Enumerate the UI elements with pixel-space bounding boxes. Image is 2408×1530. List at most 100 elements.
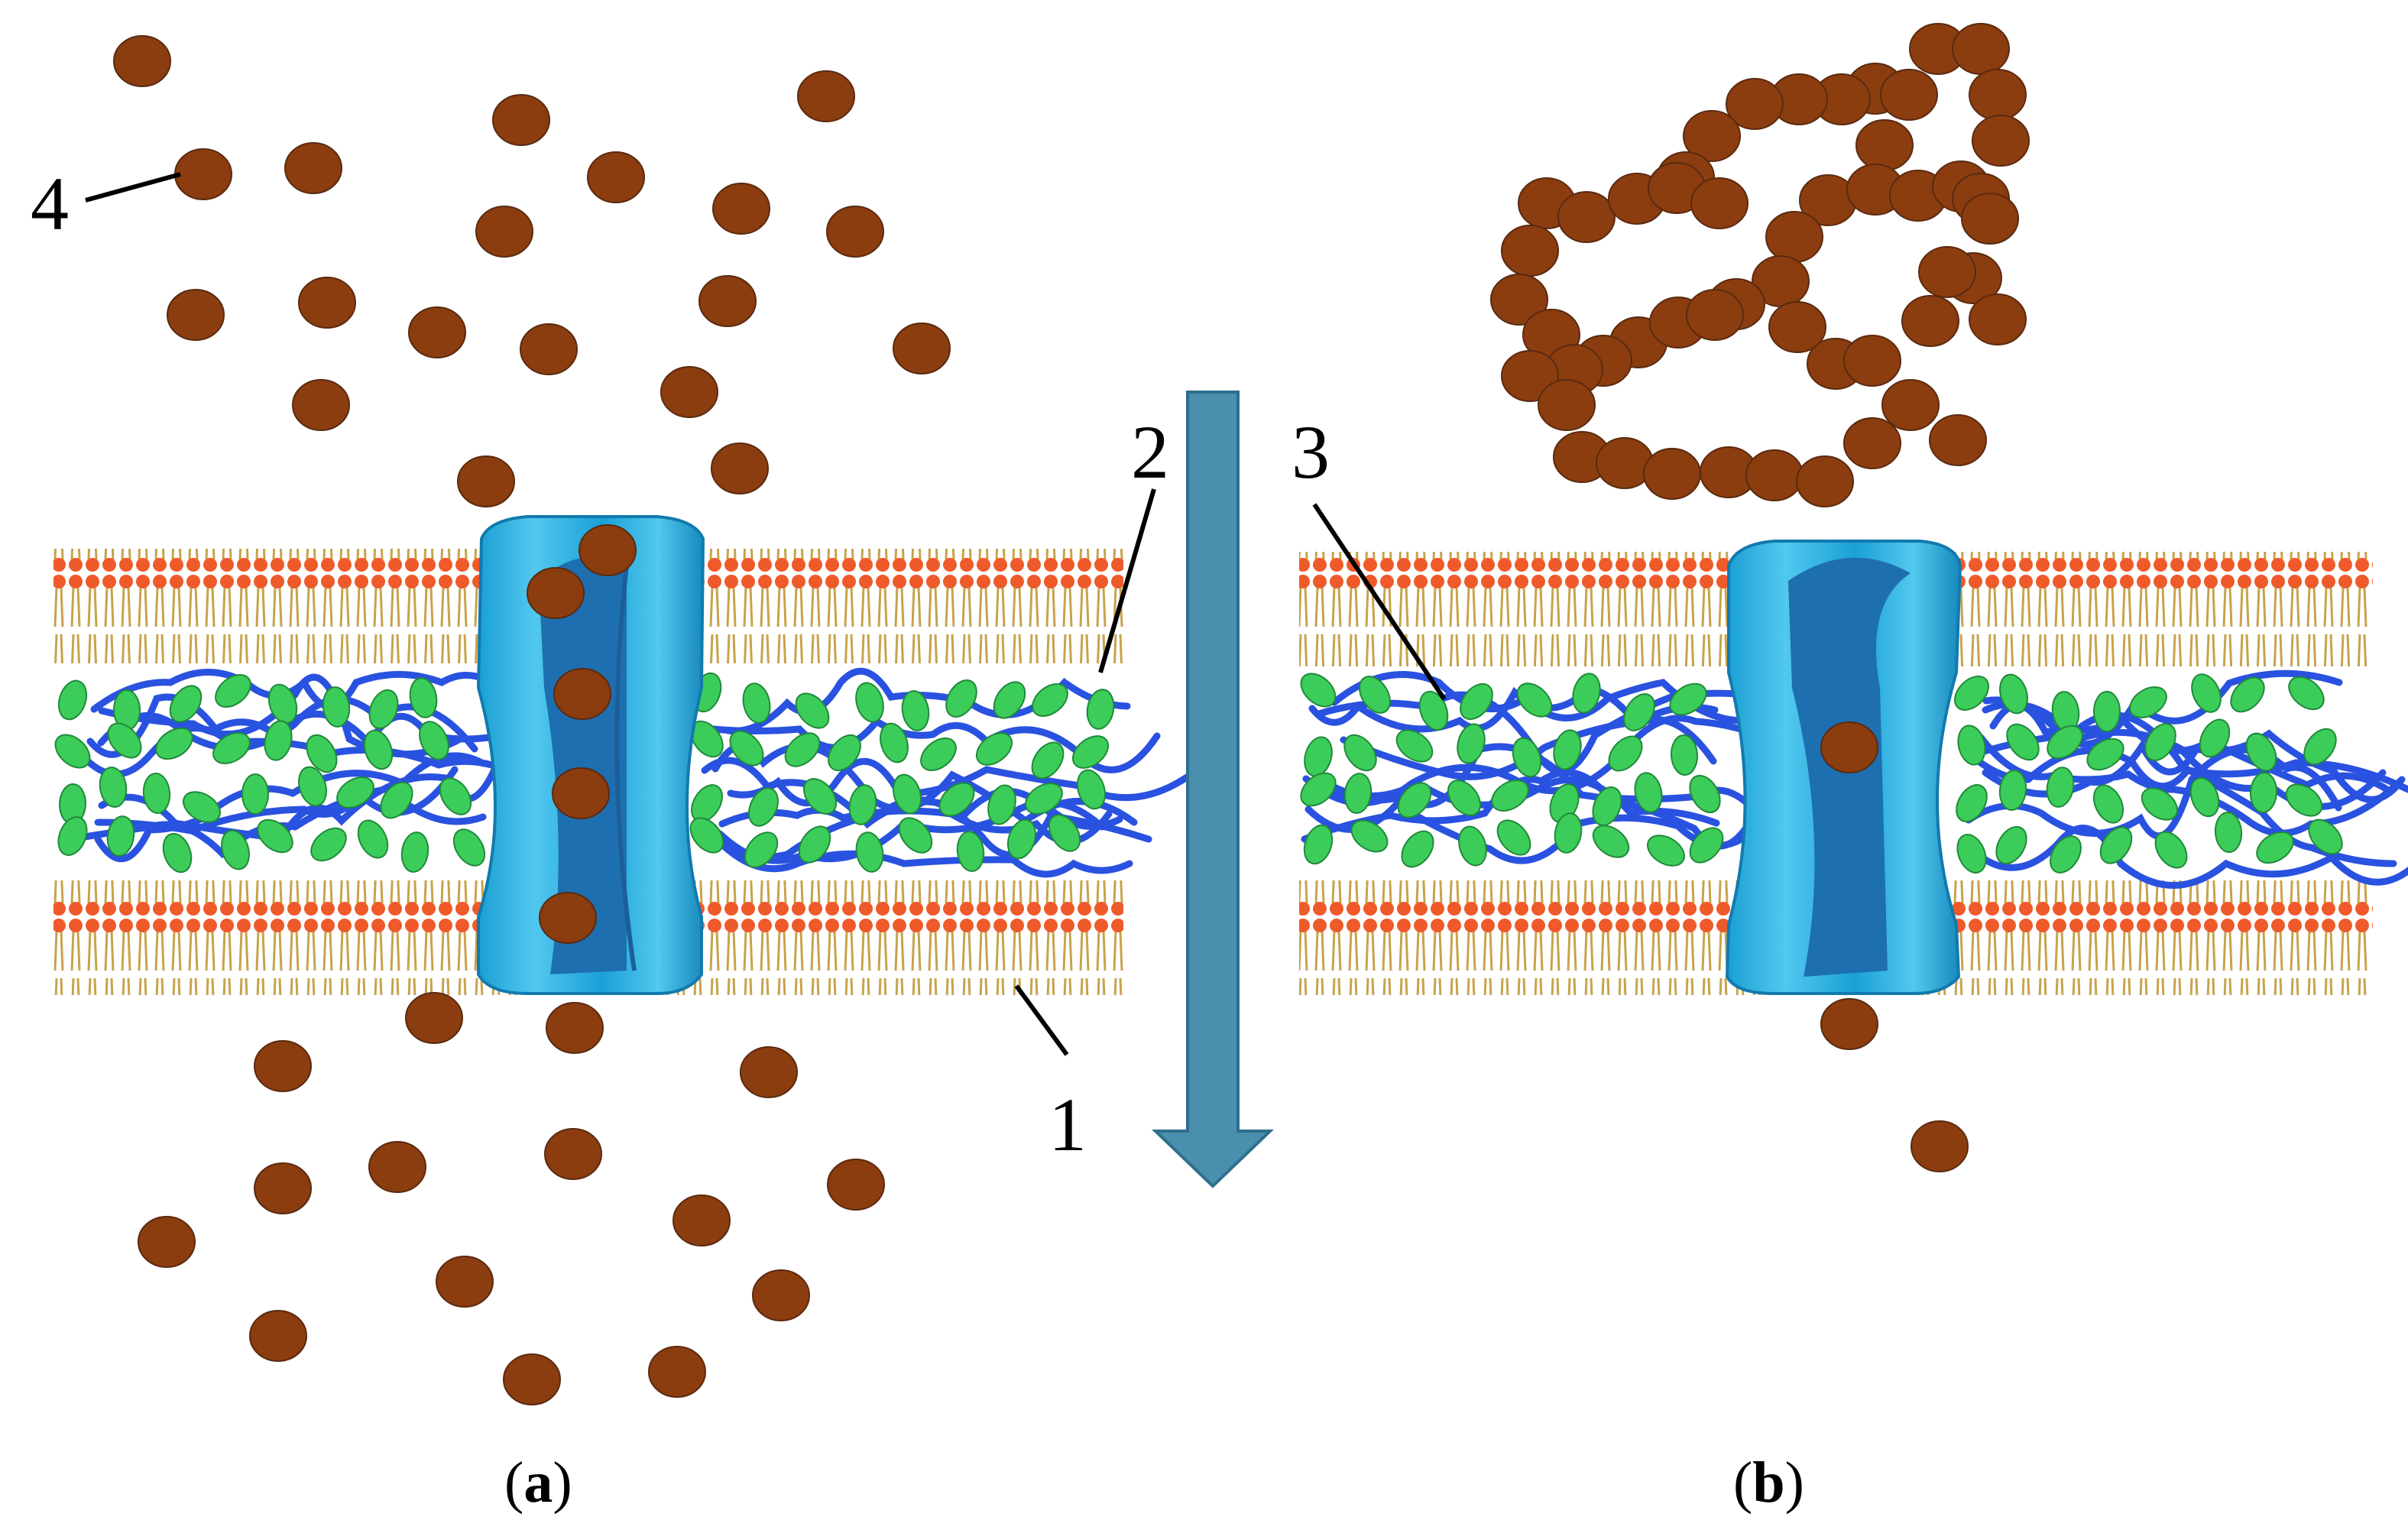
- net-a-left-granule-31: [357, 819, 389, 859]
- net-b-left-granule-17: [1343, 773, 1373, 814]
- particle-b-9: [1683, 110, 1741, 162]
- net-a-right-granule-2: [795, 692, 830, 729]
- net-a-right-granule-34: [1048, 814, 1081, 852]
- net-b-right-granule-20: [2141, 787, 2179, 821]
- particle-a-18: [457, 455, 515, 507]
- net-a-left-granule-32: [400, 831, 429, 873]
- callout-label-3: 3: [1292, 410, 1330, 494]
- net-a-right-granule-16: [1031, 741, 1065, 780]
- net-b-left-granule-1: [1359, 676, 1391, 714]
- net-b-right-granule-19: [2092, 784, 2124, 824]
- particles-b: [1490, 23, 2030, 1172]
- net-a-left-granule-21: [298, 766, 327, 807]
- net-a-left-granule-14: [363, 729, 394, 770]
- net-b-left-granule-13: [1553, 729, 1582, 770]
- net-b-right-granule-15: [2303, 728, 2337, 766]
- particle-b-23: [1501, 225, 1559, 277]
- callout-line-2: [1098, 488, 1156, 673]
- net-b-left-granule-30: [1554, 812, 1583, 854]
- net-b-left-granule-23: [1634, 772, 1663, 813]
- net-b-left-granule-4: [1516, 682, 1553, 718]
- particle-b-46: [1643, 448, 1701, 500]
- particle-a-6: [712, 183, 770, 235]
- net-b-left-granule-2: [1418, 690, 1449, 731]
- net-a-left-granule-30: [310, 827, 347, 862]
- net-a-right-granule-22: [893, 773, 922, 815]
- net-b-left-granule-33: [1689, 827, 1724, 864]
- net-b-right-granule-22: [2249, 772, 2278, 813]
- particle-b-22: [1961, 193, 2019, 245]
- net-a-right-granule-7: [1032, 682, 1068, 718]
- net-b-left-granule-9: [1343, 734, 1377, 772]
- particle-a-28: [368, 1141, 426, 1193]
- panel-a: 4 2 1 (a): [31, 35, 1191, 1515]
- net-b-left-granule-7: [1669, 682, 1707, 716]
- net-a-left-granule-20: [241, 773, 269, 815]
- particle-a-31: [827, 1159, 885, 1211]
- net-a-left-granule-6: [368, 689, 399, 730]
- panel-b: 3 (b): [1292, 23, 2408, 1515]
- net-b-left-granule-28: [1458, 825, 1487, 867]
- net-a-right-granule-17: [1071, 735, 1110, 769]
- net-b-left-granule-5: [1572, 673, 1601, 714]
- net-a-left-granule-24: [439, 777, 472, 815]
- net-a-left-granule-17: [99, 767, 128, 808]
- net-b-right-granule-28: [2154, 831, 2188, 869]
- caption-b: (b): [1733, 1451, 1804, 1515]
- net-a-right-granule-12: [828, 734, 861, 772]
- callout-label-2: 2: [1131, 410, 1169, 494]
- net-b-left-granule-32: [1647, 835, 1685, 867]
- net-b-right-granule-21: [2189, 776, 2220, 818]
- particle-a-3: [492, 94, 550, 146]
- net-a-left-granule-19: [183, 791, 221, 823]
- net-a-left-granule-8: [54, 734, 91, 769]
- net-a-right-granule-6: [993, 681, 1026, 719]
- particle-b-49: [1796, 455, 1854, 507]
- particle-a-0: [113, 35, 171, 87]
- net-b-right-granule-9: [2006, 723, 2040, 761]
- net-b-left-granule-14: [1608, 735, 1643, 772]
- net-a-left-granule-22: [336, 776, 374, 809]
- net-b-left-granule-31: [1592, 825, 1630, 858]
- fiber-granule-network-a: [54, 667, 1191, 878]
- net-a-left-granule-4: [267, 683, 298, 724]
- net-a-right-granule-24: [987, 784, 1016, 825]
- net-a-left-granule-13: [306, 734, 338, 773]
- net-a-left-granule-11: [212, 732, 251, 764]
- particle-a-15: [292, 379, 350, 431]
- net-a-right-granule-20: [802, 778, 838, 815]
- particle-a-29: [544, 1128, 602, 1180]
- particle-a-17: [711, 442, 769, 494]
- callout-label-4: 4: [31, 161, 69, 246]
- particle-a-37: [503, 1353, 561, 1405]
- net-b-left-granule-10: [1395, 729, 1434, 763]
- net-a-left-fiber-6: [90, 669, 495, 713]
- net-b-right-granule-31: [2308, 818, 2343, 855]
- net-a-left-granule-12: [264, 720, 293, 761]
- net-b-right-granule-0: [1954, 676, 1989, 711]
- particle-a-38: [648, 1346, 706, 1398]
- net-a-right-granule-13: [880, 722, 909, 763]
- particle-b-34: [1901, 295, 1959, 347]
- net-b-right-granule-10: [2047, 724, 2083, 760]
- particle-b-53: [1820, 998, 1878, 1050]
- particle-a-36: [249, 1310, 307, 1362]
- particle-b-2: [1969, 69, 2027, 121]
- down-arrow-icon: [1152, 391, 1274, 1188]
- particle-a-35: [752, 1269, 810, 1321]
- net-a-right-granule-1: [742, 682, 771, 724]
- net-b-left-granule-29: [1496, 819, 1531, 856]
- callout-line-1: [1014, 984, 1069, 1056]
- particle-a-26: [254, 1040, 312, 1092]
- particles-a: [113, 35, 951, 1405]
- net-b-right-granule-4: [2129, 686, 2167, 718]
- net-b-right-granule-29: [2214, 812, 2243, 853]
- net-a-right-granule-15: [975, 732, 1013, 766]
- net-a-right-granule-21: [848, 784, 877, 825]
- particle-b-42: [1538, 379, 1596, 431]
- net-a-right-granule-27: [689, 817, 724, 854]
- particle-b-16: [1855, 119, 1914, 171]
- particle-b-3: [1972, 115, 2030, 167]
- net-a-right-granule-29: [798, 825, 831, 864]
